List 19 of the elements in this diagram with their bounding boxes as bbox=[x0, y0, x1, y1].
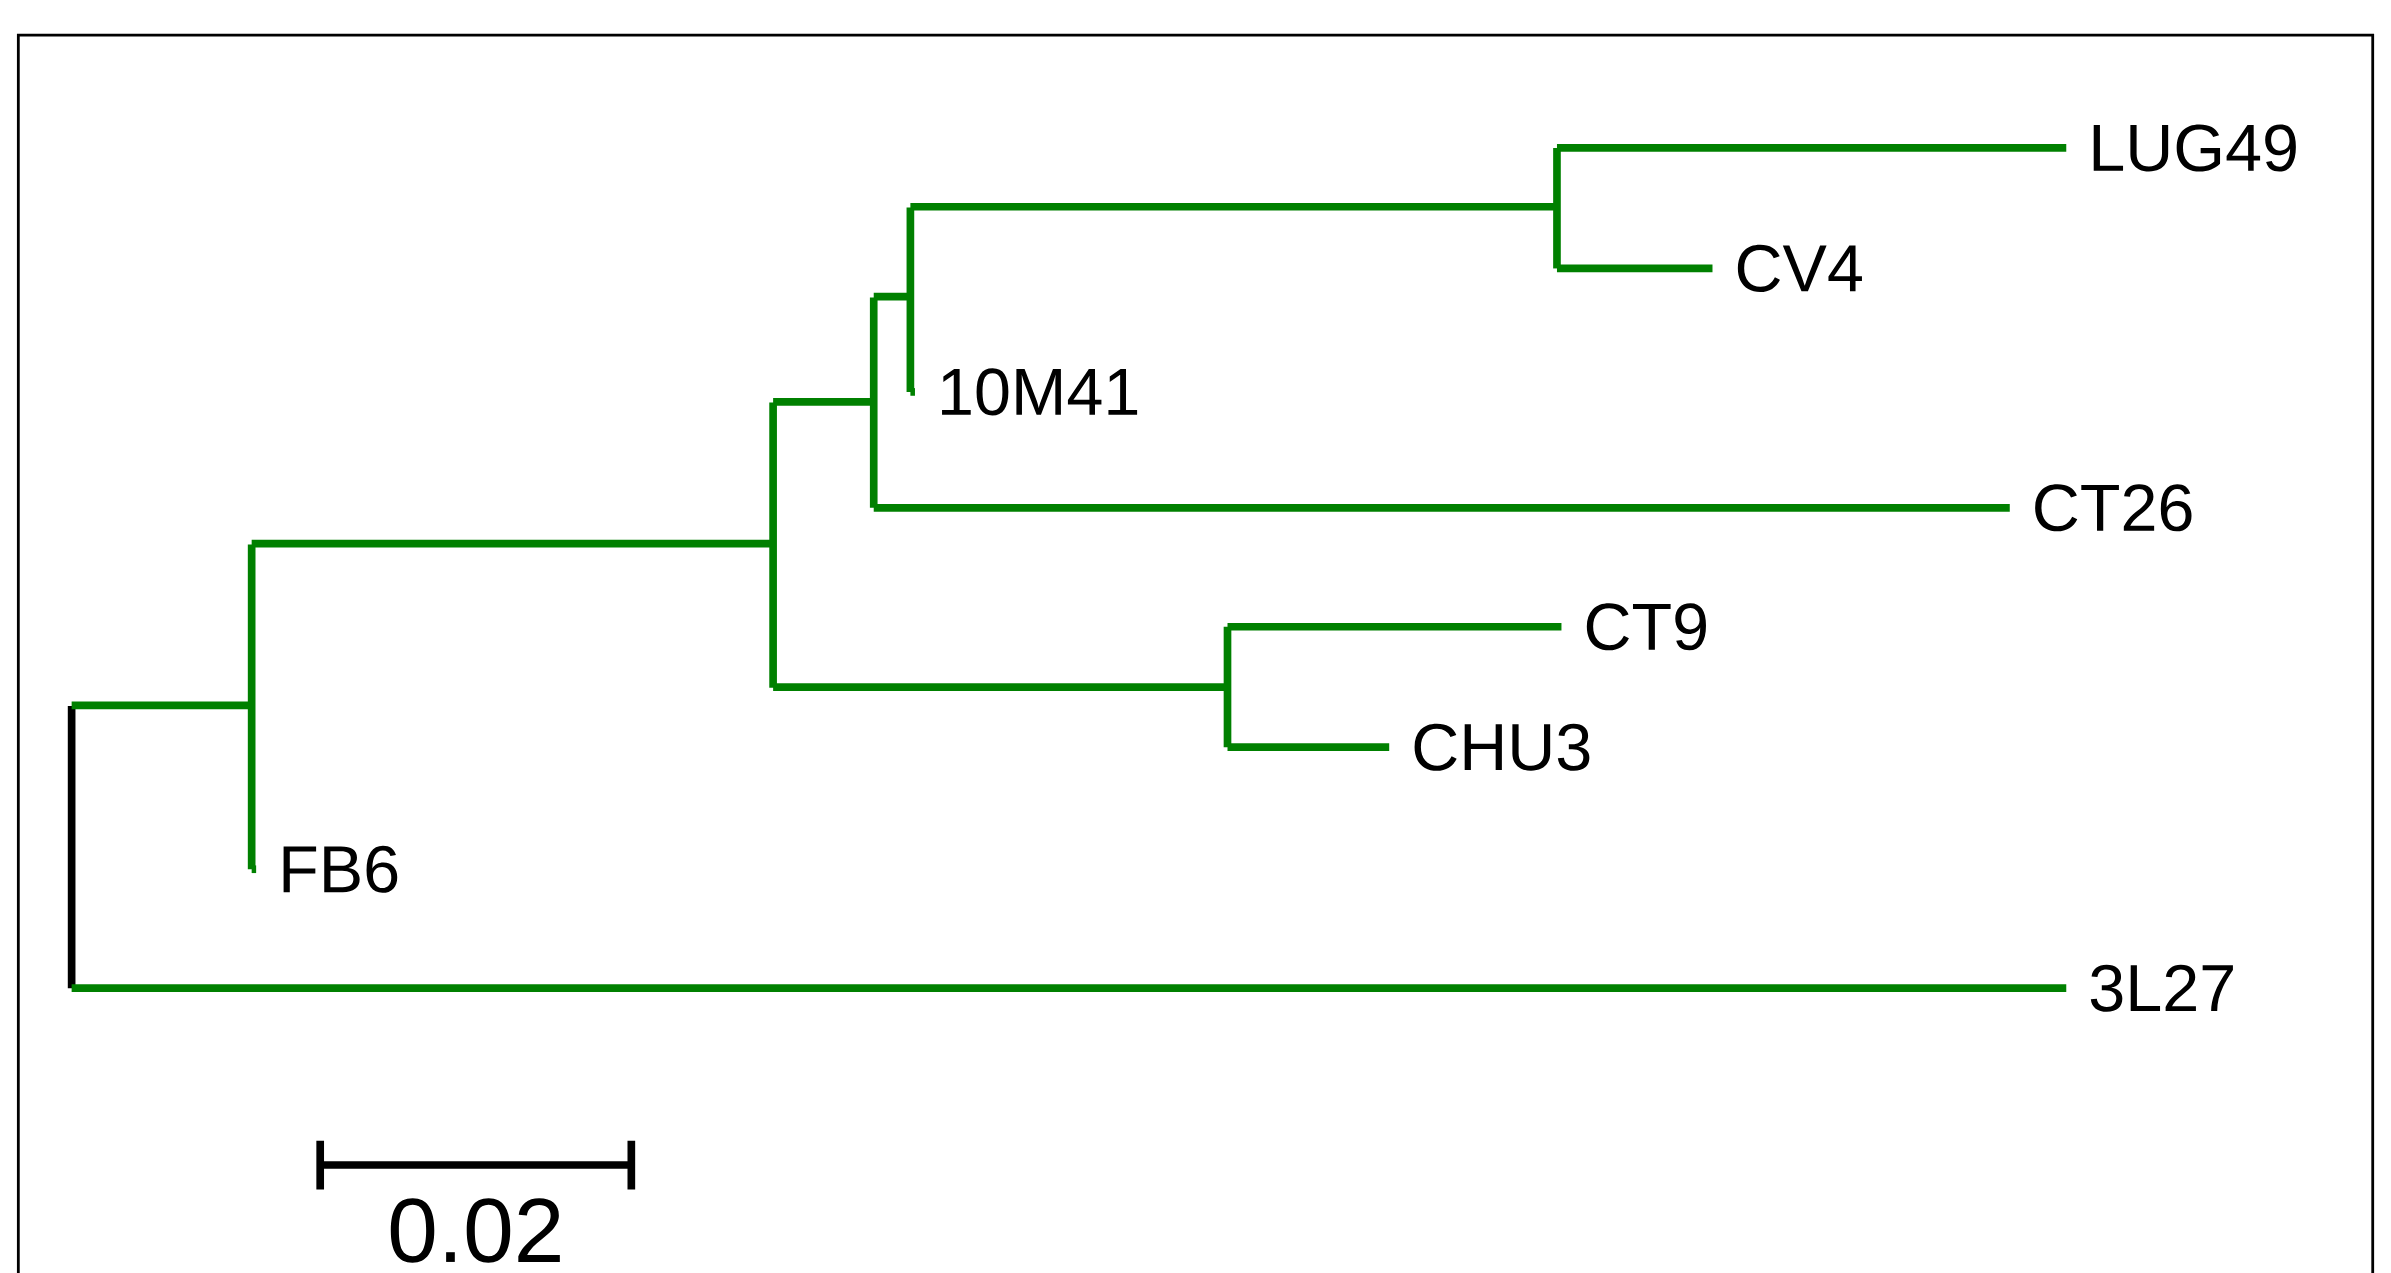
taxon-label: CT9 bbox=[1586, 603, 1706, 651]
taxon-label: 3L27 bbox=[2090, 964, 2233, 1012]
branch-junction bbox=[869, 297, 878, 508]
taxon-label: CT26 bbox=[2035, 484, 2192, 532]
branch-junction bbox=[247, 544, 256, 870]
branch-junction bbox=[769, 402, 777, 688]
branch-line bbox=[910, 387, 915, 396]
taxon-label: LUG49 bbox=[2093, 124, 2296, 172]
taxon-label: 10M41 bbox=[942, 368, 1138, 416]
branch-junction bbox=[906, 207, 915, 392]
taxon-label: CV4 bbox=[1737, 244, 1862, 292]
branch-line bbox=[251, 865, 257, 873]
branch-junction bbox=[67, 705, 76, 989]
branch-junction bbox=[1553, 147, 1561, 269]
taxon-label: FB6 bbox=[283, 845, 398, 893]
scale-label: 0.02 bbox=[390, 1198, 560, 1263]
taxon-label: CHU3 bbox=[1414, 723, 1590, 771]
branch-line bbox=[910, 202, 1557, 211]
branch-junction bbox=[1223, 626, 1232, 748]
